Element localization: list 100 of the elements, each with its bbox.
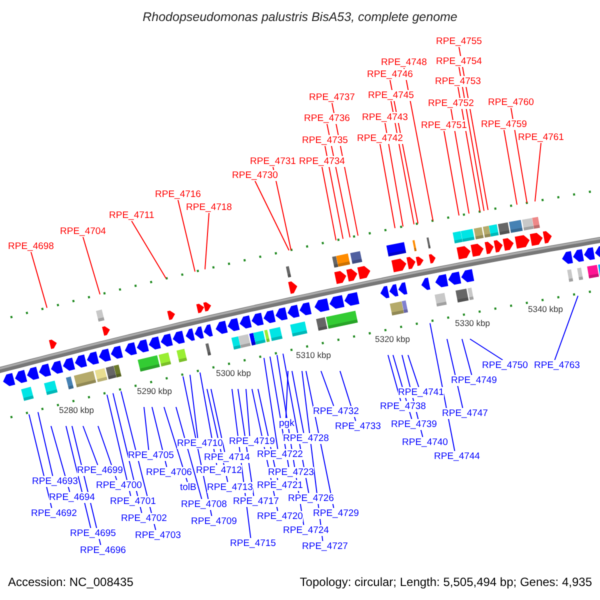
- gene-label: RPE_4715: [230, 538, 276, 549]
- gene-label: RPE_4753: [435, 76, 481, 87]
- gene-label: RPE_4711: [109, 210, 154, 221]
- gene-label: RPE_4716: [155, 189, 201, 200]
- position-tick-label: 5310 kbp: [296, 350, 331, 360]
- gene-label: RPE_4741: [398, 387, 444, 398]
- gene-label: RPE_4694: [49, 492, 95, 503]
- gene-label: RPE_4763: [534, 360, 580, 371]
- position-tick-label: 5320 kbp: [375, 334, 410, 344]
- leader-line: [408, 354, 420, 388]
- gene-label: RPE_4704: [60, 226, 106, 237]
- gene-label: RPE_4734: [299, 156, 345, 167]
- leader-line: [204, 212, 210, 270]
- gene-label: RPE_4700: [96, 480, 142, 491]
- leader-line: [554, 295, 578, 360]
- leader-line: [450, 108, 470, 214]
- gene-label: RPE_4736: [304, 113, 350, 124]
- gene-label: RPE_4747: [442, 408, 488, 419]
- leader-line: [444, 130, 460, 216]
- gene-label: RPE_4760: [488, 97, 534, 108]
- gene-label: RPE_4751: [421, 120, 467, 131]
- footer-note: Topology: circular; Length: 5,505,494 bp; Genes: 4,935: [300, 575, 592, 589]
- position-tick-label: 5330 kbp: [455, 318, 490, 328]
- leader-line: [30, 252, 48, 308]
- leader-line: [380, 144, 396, 229]
- footer-note: Accession: NC_008435: [8, 575, 134, 589]
- gene-label: RPE_4754: [436, 56, 482, 67]
- leader-line: [430, 322, 456, 452]
- leader-line: [320, 370, 334, 406]
- gene-label: RPE_4740: [402, 437, 448, 448]
- gene-label: RPE_4705: [128, 450, 174, 461]
- gene-label: RPE_4709: [191, 516, 237, 527]
- gene-label: RPE_4720: [257, 511, 303, 522]
- gene-label: RPE_4724: [283, 525, 329, 536]
- gene-label: RPE_4703: [135, 530, 181, 541]
- gene-label: RPE_4722: [257, 449, 303, 460]
- gene-label: RPE_4755: [436, 36, 482, 47]
- leader-line: [38, 412, 54, 476]
- gene-label: RPE_4729: [313, 508, 359, 519]
- leader-line: [254, 180, 290, 251]
- gene-label: RPE_4750: [482, 360, 528, 371]
- position-tick-label: 5290 kbp: [137, 386, 172, 396]
- gene-label: tolB: [180, 482, 196, 493]
- leader-line: [246, 388, 250, 436]
- position-tick-label: 5300 kbp: [216, 368, 251, 378]
- gene-label: RPE_4743: [362, 112, 408, 123]
- gene-label: RPE_4732: [313, 406, 359, 417]
- leader-line: [292, 370, 304, 434]
- gene-label: RPE_4717: [233, 496, 279, 507]
- leader-line: [66, 426, 92, 528]
- chart-title: Rhodopseudomonas palustris BisA53, complete genome: [142, 10, 458, 24]
- position-tick-label: 5340 kbp: [528, 304, 563, 314]
- gene-label: RPE_4735: [302, 135, 348, 146]
- gene-label: RPE_4692: [31, 508, 77, 519]
- gene-label: RPE_4749: [451, 375, 497, 386]
- gene-label: RPE_4701: [110, 496, 156, 507]
- position-tick-label: 5280 kbp: [59, 405, 94, 416]
- leader-line: [264, 357, 278, 450]
- gene-label: RPE_4745: [368, 90, 414, 101]
- gene-label: RPE_4752: [428, 98, 474, 109]
- gene-label: RPE_4718: [186, 202, 232, 213]
- leader-line: [504, 130, 518, 206]
- leader-line: [272, 166, 292, 250]
- leader-line: [144, 406, 150, 450]
- leader-line: [210, 388, 226, 452]
- gene-label: RPE_4742: [357, 133, 403, 144]
- gene-label: RPE_4733: [335, 421, 381, 432]
- gene-label: RPE_4710: [177, 438, 223, 449]
- gene-label: RPE_4728: [283, 433, 329, 444]
- gene-label: RPE_4748: [381, 57, 427, 68]
- leader-line: [285, 370, 288, 418]
- leader-line: [470, 338, 504, 360]
- leader-line: [388, 354, 402, 402]
- leader-line: [322, 166, 336, 241]
- leader-line: [106, 394, 132, 496]
- leader-line: [446, 338, 464, 408]
- gene-label: RPE_4702: [121, 513, 167, 524]
- leader-line: [404, 68, 434, 222]
- gene-label: RPE_4761: [518, 132, 564, 143]
- gene-label: RPE_4719: [229, 436, 275, 447]
- gene-label: RPE_4721: [257, 480, 303, 491]
- gene-label: RPE_4713: [207, 482, 253, 493]
- gene-label: RPE_4726: [288, 493, 334, 504]
- gene-label: RPE_4712: [196, 465, 242, 476]
- leader-line: [176, 406, 202, 500]
- gene-label: RPE_4693: [32, 476, 78, 487]
- leader-line: [178, 200, 196, 272]
- leader-line: [190, 374, 198, 438]
- gene-label: RPE_4695: [70, 528, 116, 539]
- gene-label: RPE_4738: [380, 401, 426, 412]
- gene-label: RPE_4699: [77, 465, 123, 476]
- leader-line: [534, 142, 542, 202]
- gene-label: pgk: [279, 418, 294, 429]
- leader-line: [324, 146, 344, 240]
- leader-line: [462, 338, 472, 376]
- gene-label: RPE_4730: [232, 170, 278, 181]
- gene-label: RPE_4746: [367, 69, 413, 80]
- gene-label: RPE_4723: [268, 467, 314, 478]
- gene-label: RPE_4706: [146, 467, 192, 478]
- leader-line: [82, 426, 98, 466]
